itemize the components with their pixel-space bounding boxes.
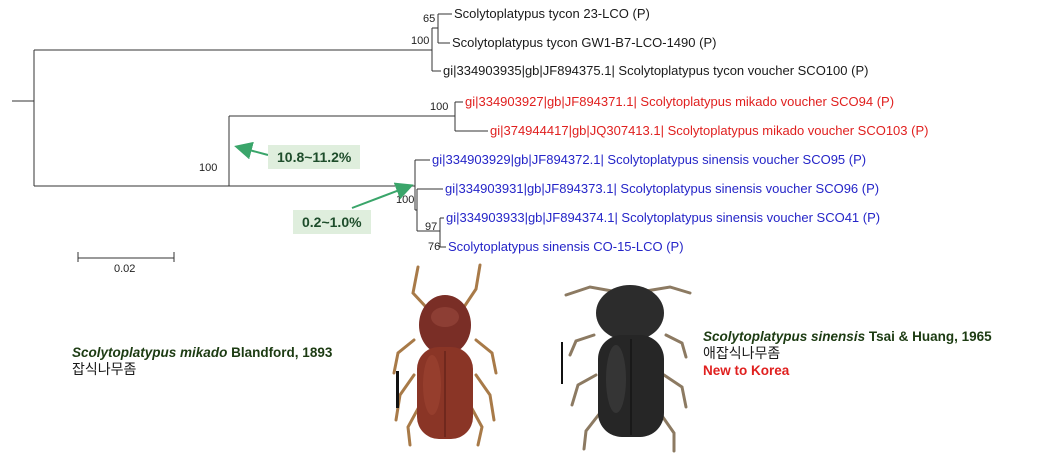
mikado-scientific-name: Scolytoplatypus mikado Blandford, 1893 [72,344,332,361]
taxon-label-9: Scolytoplatypus sinensis CO-15-LCO (P) [448,239,684,254]
sinensis-korean-name: 애잡식나무좀 [703,345,992,362]
taxon-label-5: gi|374944417|gb|JQ307413.1| Scolytoplaty… [490,123,928,138]
sinensis-species-label: Scolytoplatypus sinensis Tsai & Huang, 1… [703,328,992,379]
taxon-label-6: gi|334903929|gb|JF894372.1| Scolytoplaty… [432,152,866,167]
mikado-scale-bar [396,371,399,408]
taxon-label-8: gi|334903933|gb|JF894374.1| Scolytoplaty… [446,210,880,225]
taxon-label-4: gi|334903927|gb|JF894371.1| Scolytoplaty… [465,94,894,109]
new-to-korea-note: New to Korea [703,362,992,379]
sinensis-scale-bar [561,342,563,384]
bootstrap-value: 100 [199,162,217,174]
bootstrap-value: 97 [425,221,437,233]
mikado-korean-name: 잡식나무좀 [72,361,332,378]
sinensis-specimen-photo [550,283,710,453]
mikado-specimen-photo [380,255,510,450]
bootstrap-value: 76 [428,241,440,253]
arrow-interspecific [238,147,268,155]
intraspecific-divergence-callout: 0.2~1.0% [293,210,371,234]
mikado-species-label: Scolytoplatypus mikado Blandford, 1893 잡… [72,344,332,378]
sinensis-scientific-name: Scolytoplatypus sinensis Tsai & Huang, 1… [703,328,992,345]
taxon-label-2: Scolytoplatypus tycon GW1-B7-LCO-1490 (P… [452,35,716,50]
taxon-label-1: Scolytoplatypus tycon 23-LCO (P) [454,6,650,21]
phylogenetic-tree: Scolytoplatypus tycon 23-LCO (P) Scolyto… [0,0,1057,262]
scale-bar-label: 0.02 [114,263,135,275]
taxon-label-3: gi|334903935|gb|JF894375.1| Scolytoplaty… [443,63,868,78]
interspecific-divergence-callout: 10.8~11.2% [268,145,360,169]
bootstrap-value: 100 [396,194,414,206]
tree-branches [12,14,488,247]
bootstrap-value: 65 [423,13,435,25]
bootstrap-value: 100 [411,35,429,47]
bootstrap-value: 100 [430,101,448,113]
scale-bar [78,252,174,262]
taxon-label-7: gi|334903931|gb|JF894373.1| Scolytoplaty… [445,181,879,196]
